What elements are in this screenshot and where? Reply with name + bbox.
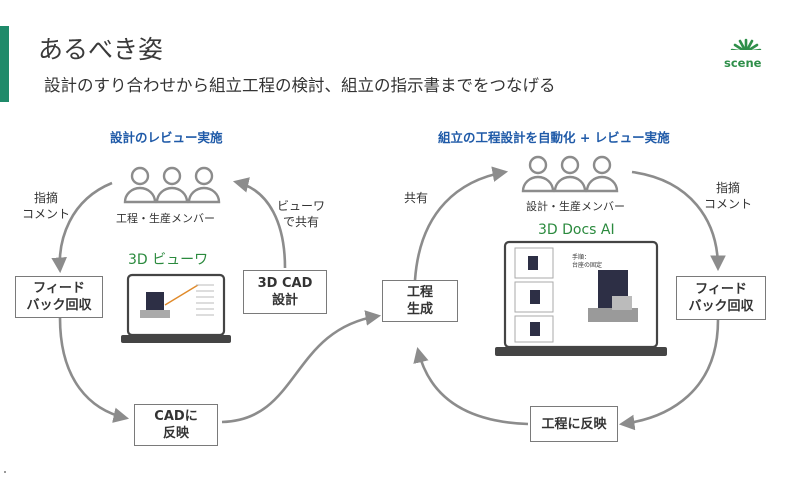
- right-share-label: 共有: [404, 191, 429, 205]
- cad-design-box: 3D CAD 設計: [243, 270, 327, 314]
- arrow-feedback-to-reflect-right: [618, 319, 720, 431]
- corner-dot: [4, 471, 6, 473]
- viewer-label: 3D ビューワ: [128, 252, 209, 268]
- accent-bar: [0, 26, 9, 102]
- arrow-feedback-to-reflect: [58, 317, 130, 423]
- left-comment-label: 指摘 コメント: [22, 191, 71, 221]
- right-comment-label: 指摘 コメント: [704, 181, 753, 211]
- arrow-reflect-to-process-right: [413, 346, 529, 426]
- process-reflect-box: 工程に反映: [530, 406, 618, 442]
- page-subtitle: 設計のすり合わせから組立工程の検討、組立の指示書までをつなげる: [44, 76, 556, 95]
- arrow-people-to-feedback: [51, 181, 113, 274]
- process-generate-box: 工程 生成: [382, 280, 458, 322]
- logo-text: scene: [724, 56, 762, 70]
- arrow-reflect-to-process: [221, 310, 382, 424]
- viewer-laptop-icon: [121, 273, 231, 343]
- right-feedback-box: フィード バック回収: [676, 276, 766, 320]
- scene-logo-icon: [726, 38, 766, 56]
- arrow-process-to-people: [413, 166, 509, 281]
- right-people-label: 設計・生産メンバー: [526, 200, 625, 213]
- page-title: あるべき姿: [38, 35, 164, 64]
- left-feedback-box: フィード バック回収: [15, 276, 103, 318]
- right-heading: 組立の工程設計を自動化 + レビュー実施: [438, 130, 670, 145]
- cad-reflect-box: CADに 反映: [134, 404, 218, 446]
- doc-note: 手順： 台座の固定: [572, 254, 603, 269]
- people-icon-right: [521, 155, 619, 193]
- docs-label: 3D Docs AI: [538, 222, 615, 238]
- left-share-label: ビューワ で共有: [277, 199, 326, 229]
- arrow-people-to-feedback-right: [631, 170, 726, 272]
- people-icon-left: [123, 166, 221, 204]
- docs-monitor-icon: [495, 240, 667, 356]
- arrow-cad-to-people: [232, 177, 287, 269]
- left-heading: 設計のレビュー実施: [110, 130, 223, 145]
- left-people-label: 工程・生産メンバー: [116, 212, 215, 225]
